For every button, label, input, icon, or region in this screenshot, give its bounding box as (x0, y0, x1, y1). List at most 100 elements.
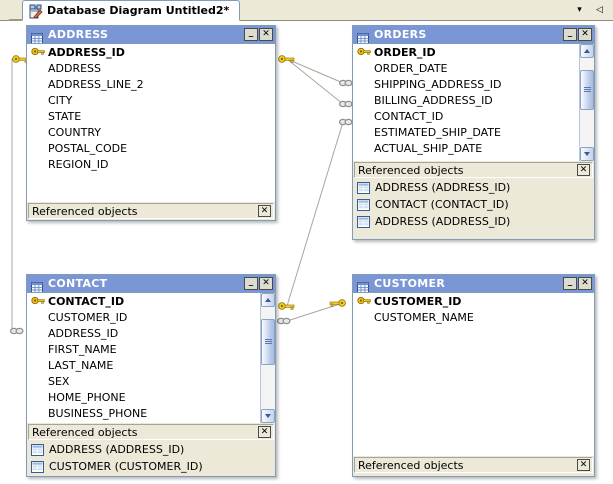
scrollbar-thumb[interactable] (580, 70, 594, 110)
referenced-object-row[interactable]: ADDRESS (ADDRESS_ID) (353, 213, 594, 230)
column-row[interactable]: CONTACT_ID (353, 108, 579, 124)
table-grid-icon (357, 29, 369, 44)
referenced-objects-close-button[interactable]: ✕ (577, 459, 590, 471)
column-row[interactable]: FIRST_NAME (27, 341, 260, 357)
fk-icon-orders-shipping (338, 79, 353, 87)
connector-customer-contact (286, 302, 344, 322)
column-row[interactable]: BILLING_ADDRESS_ID (353, 92, 579, 108)
column-row[interactable]: ADDRESS_ID (27, 325, 260, 341)
scroll-down-button[interactable] (580, 147, 594, 161)
close-button[interactable]: ✕ (259, 28, 273, 41)
referenced-object-row[interactable]: ADDRESS (ADDRESS_ID) (353, 179, 594, 196)
close-button[interactable]: ✕ (259, 277, 273, 290)
column-row[interactable]: STATE (27, 108, 275, 124)
vertical-scrollbar[interactable] (579, 44, 594, 161)
referenced-object-label: CONTACT (CONTACT_ID) (375, 198, 509, 211)
table-title-bar[interactable]: CUSTOMER_✕ (353, 275, 594, 293)
tab-list-dropdown-button[interactable]: ▾ (577, 5, 582, 15)
connector-address-orders-billing (286, 58, 344, 105)
column-name-label: ADDRESS (48, 61, 102, 75)
close-tab-button[interactable]: ◁ (596, 5, 603, 15)
referenced-objects-list[interactable]: ADDRESS (ADDRESS_ID) CONTACT (CONTACT_ID… (353, 179, 594, 230)
scrollbar-thumb[interactable] (261, 319, 275, 365)
referenced-object-row[interactable]: CONTACT (CONTACT_ID) (353, 196, 594, 213)
referenced-objects-close-button[interactable]: ✕ (258, 426, 271, 438)
column-name-label: ADDRESS_ID (48, 45, 125, 59)
column-name-label: STATE (48, 109, 82, 123)
column-row[interactable]: LAST_NAME (27, 357, 260, 373)
referenced-objects-list[interactable]: ADDRESS (ADDRESS_ID) CUSTOMER (CUSTOMER_… (27, 441, 275, 475)
column-name-label: POSTAL_CODE (48, 141, 128, 155)
minimize-button[interactable]: _ (563, 28, 577, 41)
column-row[interactable]: POSTAL_CODE (27, 140, 275, 156)
connector-contact-orders (286, 121, 344, 307)
referenced-objects-close-button[interactable]: ✕ (258, 205, 271, 217)
column-row[interactable]: CITY (27, 92, 275, 108)
column-name-label: CUSTOMER_ID (374, 294, 462, 308)
column-row[interactable]: ESTIMATED_SHIP_DATE (353, 124, 579, 140)
column-row[interactable]: ACTUAL_SHIP_DATE (353, 140, 579, 156)
close-button[interactable]: ✕ (578, 277, 592, 290)
column-row[interactable]: REGION_ID (27, 156, 275, 172)
column-row[interactable]: SHIPPING_ADDRESS_ID (353, 76, 579, 92)
column-name-label: CITY (48, 93, 73, 107)
referenced-object-row[interactable]: CUSTOMER (CUSTOMER_ID) (27, 458, 275, 475)
column-row[interactable]: CUSTOMER_ID (353, 293, 594, 309)
referenced-objects-bar[interactable]: Referenced objects✕ (354, 162, 593, 178)
column-row[interactable]: CUSTOMER_ID (27, 309, 260, 325)
column-name-label: ESTIMATED_SHIP_DATE (374, 125, 501, 139)
column-name-label: COUNTRY (48, 125, 101, 139)
table-title-bar[interactable]: ORDERS_✕ (353, 26, 594, 44)
chevron-down-icon (584, 152, 590, 156)
column-row[interactable]: ORDER_DATE (353, 60, 579, 76)
minimize-button[interactable]: _ (244, 277, 258, 290)
column-row[interactable]: CUSTOMER_NAME (353, 309, 594, 325)
table-title-bar[interactable]: ADDRESS_✕ (27, 26, 275, 44)
table-grid-icon (31, 278, 43, 293)
primary-key-icon (357, 46, 371, 58)
primary-key-icon (31, 46, 45, 58)
referenced-objects-bar[interactable]: Referenced objects✕ (28, 424, 274, 440)
referenced-objects-bar[interactable]: Referenced objects✕ (354, 457, 593, 473)
minimize-button[interactable]: _ (563, 277, 577, 290)
referenced-object-label: ADDRESS (ADDRESS_ID) (49, 443, 185, 456)
column-row[interactable]: ORDER_ID (353, 44, 579, 60)
referenced-objects-close-button[interactable]: ✕ (577, 164, 590, 176)
primary-key-icon (31, 295, 45, 307)
scrollbar-grip-icon (265, 339, 272, 345)
column-row[interactable]: ADDRESS_ID (27, 44, 275, 60)
vertical-scrollbar[interactable] (260, 293, 275, 423)
column-row[interactable]: ADDRESS_LINE_2 (27, 76, 275, 92)
scroll-down-button[interactable] (261, 409, 275, 423)
column-row[interactable]: BUSINESS_PHONE (27, 405, 260, 421)
column-row[interactable]: ADDRESS (27, 60, 275, 76)
scroll-up-button[interactable] (261, 293, 275, 307)
referenced-object-label: ADDRESS (ADDRESS_ID) (375, 215, 511, 228)
minimize-button[interactable]: _ (244, 28, 258, 41)
referenced-object-row[interactable]: ADDRESS (ADDRESS_ID) (27, 441, 275, 458)
table-title-bar[interactable]: CONTACT_✕ (27, 275, 275, 293)
tab-strip: Database Diagram Untitled2* ▾ ◁ (0, 0, 613, 21)
diagram-edit-icon (28, 4, 43, 19)
column-row[interactable]: COUNTRY (27, 124, 275, 140)
column-row[interactable]: CONTACT_ID (27, 293, 260, 309)
column-row[interactable]: HOME_PHONE (27, 389, 260, 405)
column-row[interactable]: SEX (27, 373, 260, 389)
close-button[interactable]: ✕ (578, 28, 592, 41)
table-grid-icon (31, 29, 43, 44)
column-name-label: ADDRESS_ID (48, 326, 119, 340)
scroll-up-button[interactable] (580, 44, 594, 58)
column-name-label: FIRST_NAME (48, 342, 117, 356)
tab-database-diagram[interactable]: Database Diagram Untitled2* (22, 0, 241, 21)
referenced-objects-bar[interactable]: Referenced objects✕ (28, 203, 274, 219)
